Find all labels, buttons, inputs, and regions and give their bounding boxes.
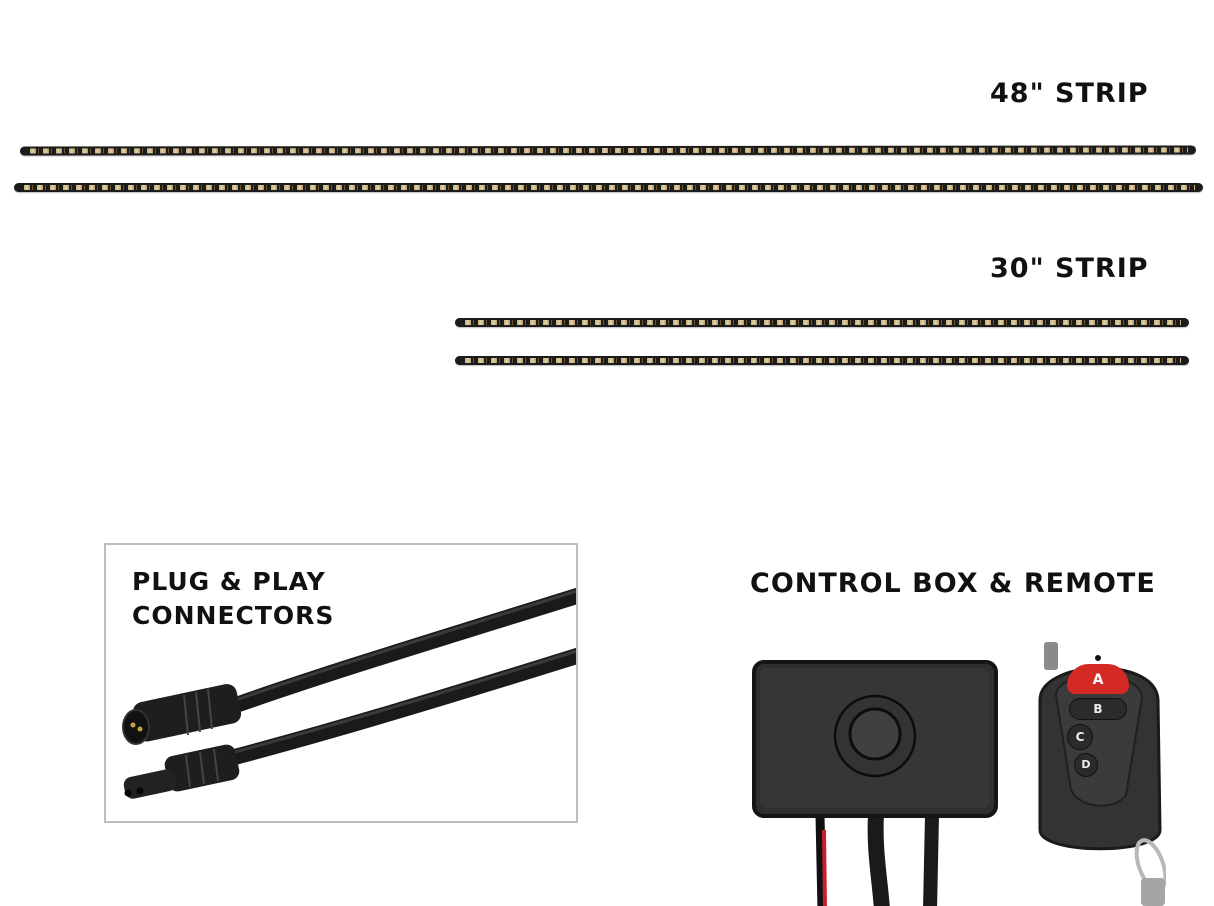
led-strip-30-b xyxy=(455,356,1189,365)
remote-button-b[interactable]: B xyxy=(1069,698,1127,720)
led-strip-48-b xyxy=(14,183,1203,192)
connector-cables-illustration xyxy=(122,587,576,799)
led-strip-30-a xyxy=(455,318,1189,327)
connectors-panel: PLUG & PLAY CONNECTORS xyxy=(104,543,578,823)
male-connector-icon xyxy=(123,744,240,799)
led-strip-48-a xyxy=(19,145,1197,156)
connectors-title-line2: CONNECTORS xyxy=(132,601,335,630)
remote-button-d[interactable]: D xyxy=(1074,753,1098,777)
female-connector-icon xyxy=(122,684,242,745)
strip-30-label: 30" STRIP xyxy=(990,253,1149,284)
control-box-remote-label: CONTROL BOX & REMOTE xyxy=(750,568,1156,599)
remote-button-c[interactable]: C xyxy=(1067,724,1093,750)
connectors-title-line1: PLUG & PLAY xyxy=(132,567,326,596)
remote-button-a[interactable]: A xyxy=(1067,664,1129,694)
control-box-illustration xyxy=(752,660,998,906)
strip-48-label: 48" STRIP xyxy=(990,78,1149,109)
control-box-button-icon xyxy=(833,694,917,778)
remote-control: A B C D xyxy=(1036,640,1166,906)
